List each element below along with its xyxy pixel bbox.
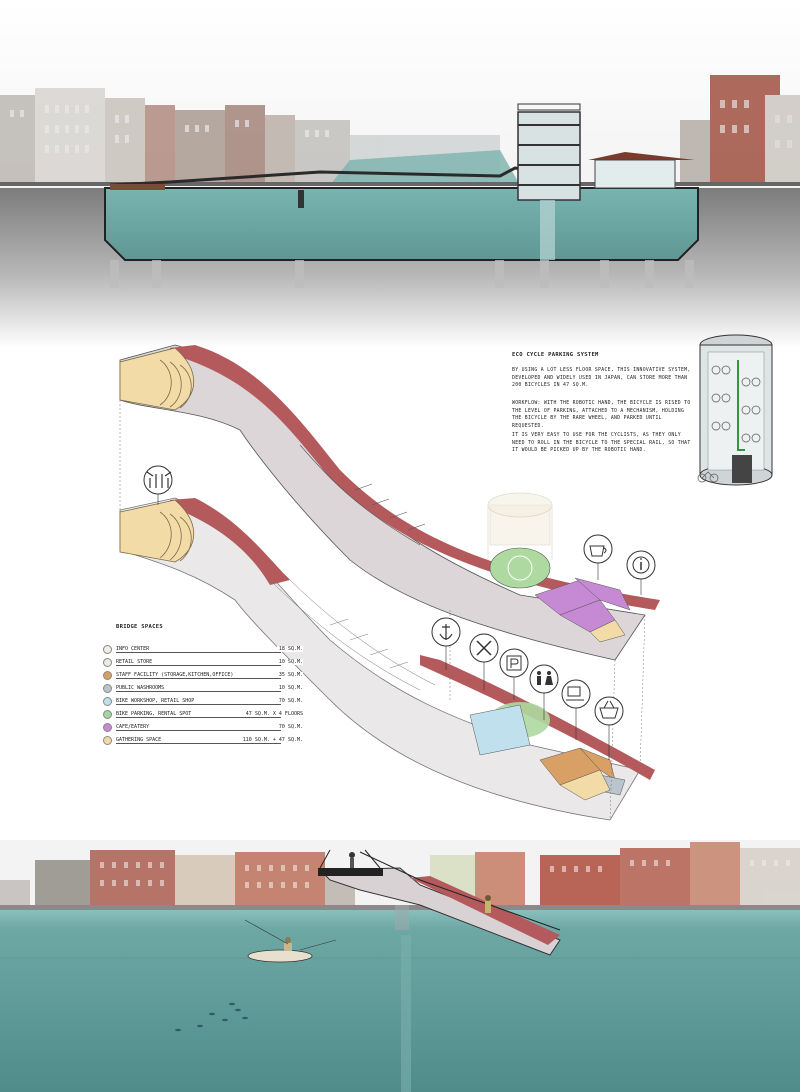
legend-swatch <box>103 645 112 654</box>
legend-swatch <box>103 723 112 732</box>
legend-label: RETAIL STORE <box>116 659 153 665</box>
lower-rooms <box>469 702 626 801</box>
axonometric-diagram <box>119 334 773 821</box>
legend-item: STAFF FACILITY (storage,kitchen,office) … <box>103 671 303 680</box>
tools-icon <box>469 633 499 690</box>
legend-label: CAFE/EATERY <box>116 724 150 730</box>
info-icon <box>626 550 656 595</box>
legend-label: GATHERING SPACE <box>116 737 162 743</box>
lower-deck-bikelane <box>170 498 290 585</box>
lower-walkway <box>269 574 436 691</box>
rowboat <box>244 919 337 963</box>
coffee-icon <box>583 534 613 580</box>
legend-item: BIKE PARKING, RENTAL SPOT 47 sq.m. x 4 f… <box>103 710 303 719</box>
skyline-bottom <box>0 842 800 910</box>
upper-gathering-space <box>119 347 195 411</box>
parking-tower-elevation <box>517 103 581 260</box>
legend-area: 35 sq.m. <box>276 672 303 678</box>
legend-swatch <box>103 697 112 706</box>
legend-item: BIKE WORKSHOP, RETAIL SHOP 70 sq.m. <box>103 697 303 706</box>
legend-swatch <box>103 736 112 745</box>
legend-label: INFO CENTER <box>116 646 150 652</box>
legend-item: GATHERING SPACE 110 sq.m. + 47 sq.m. <box>103 736 303 745</box>
top-section <box>0 0 800 348</box>
eco-parking-paragraph-2: Workflow: With the robotic hand, the bic… <box>512 401 691 429</box>
anchor-icon <box>431 617 461 670</box>
washroom-icon <box>529 664 559 720</box>
legend-item: INFO CENTER 18 sq.m. <box>103 645 303 654</box>
legend-area: 70 sq.m. <box>276 698 303 704</box>
legend-label: BIKE PARKING, RENTAL SPOT <box>116 711 192 717</box>
bridge-spaces-title: BRIDGE SPACES <box>116 624 163 630</box>
fish-school <box>175 1002 248 1032</box>
legend-label: PUBLIC WASHROOMS <box>116 685 165 691</box>
eco-parking-title: ECO CYCLE PARKING SYSTEM <box>512 352 599 358</box>
legend-label: STAFF FACILITY (storage,kitchen,office) <box>116 672 234 678</box>
legend-item: RETAIL STORE 10 sq.m. <box>103 658 303 667</box>
harbor-water <box>0 910 800 1092</box>
eco-tower-illustration <box>697 334 773 486</box>
office-icon <box>561 679 591 740</box>
legend-area: 10 sq.m. <box>276 685 303 691</box>
bottom-section <box>0 840 800 1092</box>
bike-parking-floor <box>489 547 551 589</box>
legend-swatch <box>103 710 112 719</box>
legend-swatch <box>103 671 112 680</box>
legend-swatch <box>103 658 112 667</box>
gathering-icon <box>143 465 173 505</box>
legend-label: BIKE WORKSHOP, RETAIL SHOP <box>116 698 195 704</box>
legend-item: CAFE/EATERY 70 sq.m. <box>103 723 303 732</box>
legend-area: 70 sq.m. <box>276 724 303 730</box>
legend-swatch <box>103 684 112 693</box>
legend-area: 10 sq.m. <box>276 659 303 665</box>
basket-icon <box>594 696 624 760</box>
eco-parking-paragraph-1: By using a lot less floor space, this in… <box>512 368 691 389</box>
pile-foundations <box>110 260 694 288</box>
eco-parking-paragraph-3: It is very easy to use for the cyclists,… <box>512 433 691 454</box>
upper-walkway <box>299 444 426 546</box>
canal-basin <box>104 187 699 261</box>
skyline-right <box>680 75 800 185</box>
upper-deck-bikelane <box>170 345 660 610</box>
legend-area: 18 sq.m. <box>276 646 303 652</box>
tower-ghost <box>487 492 553 560</box>
projection-lines <box>119 400 646 821</box>
lower-gathering-space <box>119 499 195 563</box>
pavilion-elevation <box>588 152 695 189</box>
legend-area: 47 sq.m. x 4 floors <box>243 711 303 717</box>
bridge-perspective <box>318 849 561 956</box>
legend-item: PUBLIC WASHROOMS 10 sq.m. <box>103 684 303 693</box>
legend-area: 110 sq.m. + 47 sq.m. <box>240 737 303 743</box>
parking-icon <box>499 648 529 700</box>
upper-rooms <box>489 504 631 643</box>
